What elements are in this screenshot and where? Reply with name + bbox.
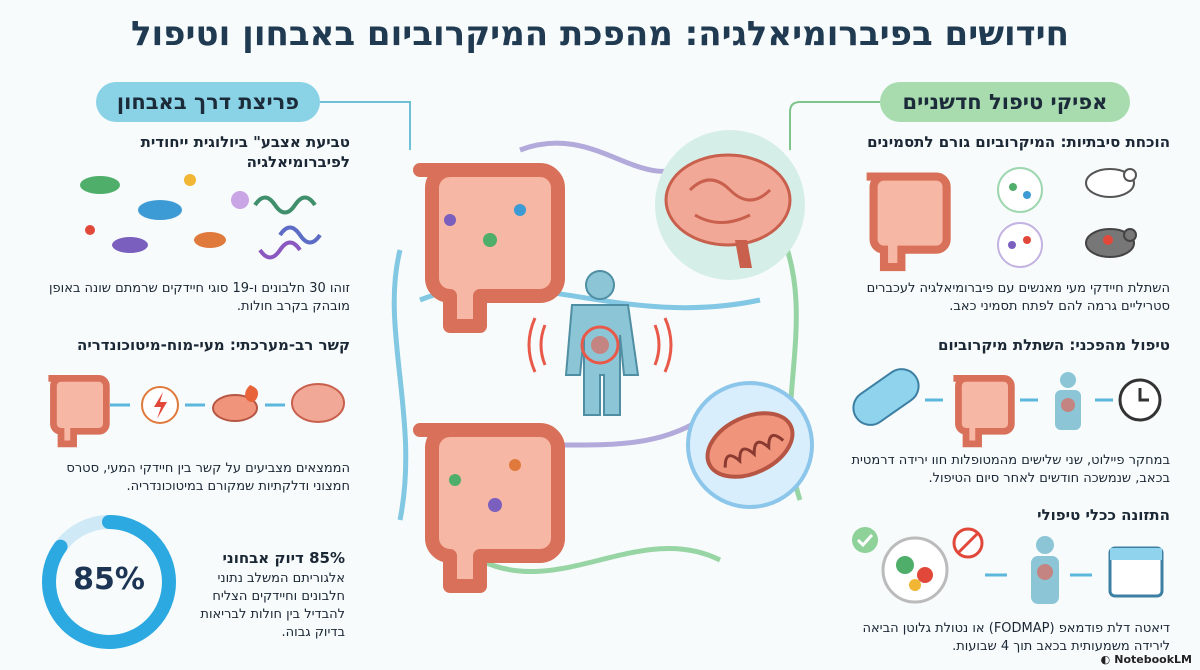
- gut-icon: [413, 163, 565, 333]
- left-s3-text: אלגוריתם המשלב נתוני חלבונים וחיידקים הצ…: [200, 571, 345, 640]
- gut-icon: [953, 375, 1015, 448]
- left-s2-title: קשר רב-מערכתי: מעי-מוח-מיטוכונדריה: [77, 336, 350, 354]
- brain-icon: [655, 130, 805, 280]
- left-connector: [320, 101, 411, 150]
- left-s1-title: טביעת אצבע" ביולוגית ייחודית לפיברומיאלג…: [140, 133, 350, 171]
- capsule-icon: [852, 368, 920, 426]
- mitochondria-icon: [212, 394, 258, 422]
- brand-logo: ◐NotebookLM: [1101, 653, 1192, 666]
- no-wheat-icon: [952, 527, 984, 559]
- right-s3-text: דיאטה דלת פודמאפ (FODMAP) או נטולת גלוטן…: [862, 621, 1171, 654]
- human-body-icon: [527, 270, 673, 416]
- food-plate-icon: [881, 536, 949, 604]
- human-body-icon: [1055, 372, 1081, 430]
- brain-icon: [291, 383, 345, 423]
- right-s1-title: הוכחת סיבתיות: המיקרוביום גורם לתסמינים: [867, 133, 1170, 151]
- mitochondria-icon: [686, 381, 814, 509]
- gut-icon: [866, 172, 951, 272]
- human-body-icon: [1031, 536, 1059, 604]
- accuracy-ring: [42, 515, 176, 649]
- diagnosis-pill: פריצת דרך באבחון: [96, 82, 320, 122]
- left-s2-text: הממצאים מצביעים על קשר בין חיידקי המעי, …: [66, 461, 350, 494]
- left-s1-text: זוהו 30 חלבונים ו-19 סוגי חיידקים שרמתם …: [49, 281, 350, 314]
- right-s3-title: התזונה ככלי טיפולי: [1037, 506, 1170, 524]
- treatment-pill: אפיקי טיפול חדשניים: [880, 82, 1130, 122]
- clock-icon: [1118, 378, 1162, 422]
- logo-icon: ◐: [1100, 653, 1111, 666]
- accuracy-stat: 85%: [73, 562, 145, 597]
- bacteria-icon: [80, 174, 249, 253]
- gut-icon: [413, 423, 565, 593]
- calendar-icon: [1108, 546, 1164, 598]
- right-s1-text: השתלת חיידקי מעי מאנשים עם פיברומיאלגיה …: [866, 281, 1170, 314]
- right-s2-text: במחקר פיילוט, שני שלישים מהמטופלות חוו י…: [851, 453, 1170, 486]
- page-title: חידושים בפיברומיאלגיה: מהפכת המיקרוביום …: [130, 14, 1070, 54]
- lightning-icon: [141, 386, 179, 424]
- right-connector: [789, 101, 880, 150]
- bacteria-icon: [997, 167, 1043, 268]
- mouse-icon: [1085, 228, 1137, 258]
- brand-label: NotebookLM: [1114, 653, 1192, 666]
- left-s3-title: 85% דיוק אבחוני: [222, 549, 345, 567]
- protein-icon: [253, 195, 322, 260]
- gut-icon: [48, 375, 110, 448]
- right-s2-title: טיפול מהפכני: השתלת מיקרוביום: [938, 336, 1170, 354]
- check-icon: [852, 527, 878, 553]
- flame-icon: [245, 385, 259, 403]
- mouse-icon: [1085, 168, 1137, 198]
